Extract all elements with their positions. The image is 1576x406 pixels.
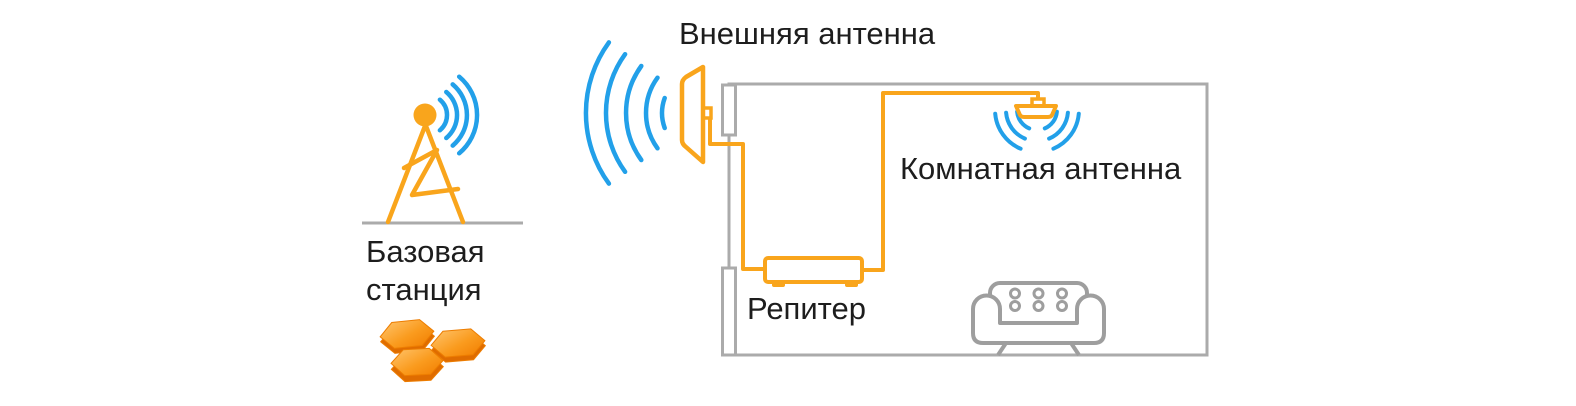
tower-antenna-head — [413, 103, 437, 127]
repeater-foot-right — [845, 281, 858, 287]
tower-icon — [385, 123, 466, 225]
sofa-buttons — [1009, 287, 1068, 312]
base-station-signal-waves-icon — [437, 74, 480, 156]
indoor-antenna-label: Комнатная антенна — [900, 151, 1182, 186]
base-station-label-line2: станция — [366, 272, 482, 307]
repeater-foot-left — [772, 281, 785, 287]
operator-hexagon-logo-icon — [379, 319, 487, 383]
room-walls — [727, 82, 1209, 357]
indoor-antenna-icon — [993, 97, 1081, 151]
wall-mount-lower — [721, 266, 737, 357]
cable-repeater-to-indoor-antenna — [862, 91, 1040, 272]
indoor-antenna-signal-waves-icon — [993, 109, 1081, 151]
wall-mount-upper — [721, 83, 737, 137]
external-antenna-panel — [679, 64, 706, 165]
base-station-label: Базовая станция — [366, 233, 485, 309]
external-antenna-icon — [679, 64, 713, 165]
base-station-label-line1: Базовая — [366, 234, 485, 269]
repeater-body — [763, 256, 864, 284]
external-antenna-signal-waves-icon — [583, 40, 667, 186]
repeater-icon — [763, 91, 1040, 287]
room-outline — [721, 82, 1209, 357]
sofa-seat-and-armrests — [971, 293, 1106, 345]
indoor-antenna-dome — [1014, 104, 1058, 119]
sofa-icon — [971, 281, 1106, 357]
repeater-label: Репитер — [747, 291, 866, 326]
base-station-icon — [362, 74, 523, 383]
external-antenna-label: Внешняя антенна — [679, 16, 936, 51]
